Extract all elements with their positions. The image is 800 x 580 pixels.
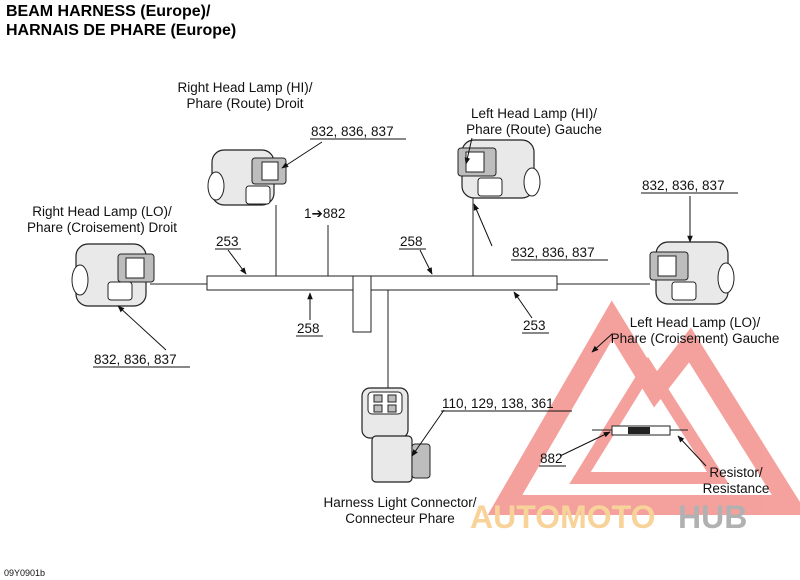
ref-258-top: 258 [400,234,423,249]
resistor-ref-882: 882 [540,451,563,466]
resistor-label-line2: Resistance [703,481,770,496]
leader-lines [117,137,707,467]
watermark-text-b: HUB [678,499,747,535]
left-head-lamp-hi-connector [457,139,541,199]
resistor-component [592,425,688,436]
harness-light-connector-label-line1: Harness Light Connector/ [323,495,476,510]
right-head-lamp-hi-label-line2: Phare (Route) Droit [186,96,303,111]
diagram-title-line2: HARNAIS DE PHARE (Europe) [6,22,237,39]
watermark-text-a: AUTOMOTO [470,499,655,535]
right-head-lamp-hi-connector [207,149,287,206]
left-head-lamp-hi-label-line1: Left Head Lamp (HI)/ [471,106,597,121]
harness-light-connector-label-line2: Connecteur Phare [345,511,455,526]
harness-connector-part-numbers: 110, 129, 138, 361 [442,396,554,411]
footer-code: 09Y0901b [4,568,45,578]
left-head-lamp-lo-label-line2: Phare (Croisement) Gauche [611,331,780,346]
left-head-lamp-lo-label-line1: Left Head Lamp (LO)/ [630,315,761,330]
diagram-title: BEAM HARNESS (Europe)/ HARNAIS DE PHARE … [6,2,236,40]
ref-253-left: 253 [216,234,239,249]
ref-258-bottom: 258 [297,321,320,336]
ref-1-to-882: 1➔882 [304,206,345,221]
resistor-label-line1: Resistor/ [709,465,763,480]
right-head-lamp-lo-connector [71,243,155,307]
right-head-lamp-lo-label-line1: Right Head Lamp (LO)/ [32,204,172,219]
harness-trunk [206,275,558,291]
left-head-lamp-hi-part-numbers: 832, 836, 837 [512,245,595,260]
right-head-lamp-hi-label-line1: Right Head Lamp (HI)/ [177,80,312,95]
right-head-lamp-hi-part-numbers: 832, 836, 837 [311,124,394,139]
wires [150,195,650,400]
left-head-lamp-hi-label-line2: Phare (Route) Gauche [466,122,602,137]
right-head-lamp-lo-label-line2: Phare (Croisement) Droit [27,220,177,235]
harness-branch-down [352,275,372,333]
left-head-lamp-lo-part-numbers: 832, 836, 837 [642,178,725,193]
diagram-title-line1: BEAM HARNESS (Europe)/ [6,3,211,20]
watermark-inner-triangle [569,356,729,484]
harness-light-connector [361,387,431,483]
left-head-lamp-lo-connector [649,241,735,305]
ref-253-right: 253 [523,318,546,333]
right-head-lamp-lo-part-numbers: 832, 836, 837 [94,352,177,367]
